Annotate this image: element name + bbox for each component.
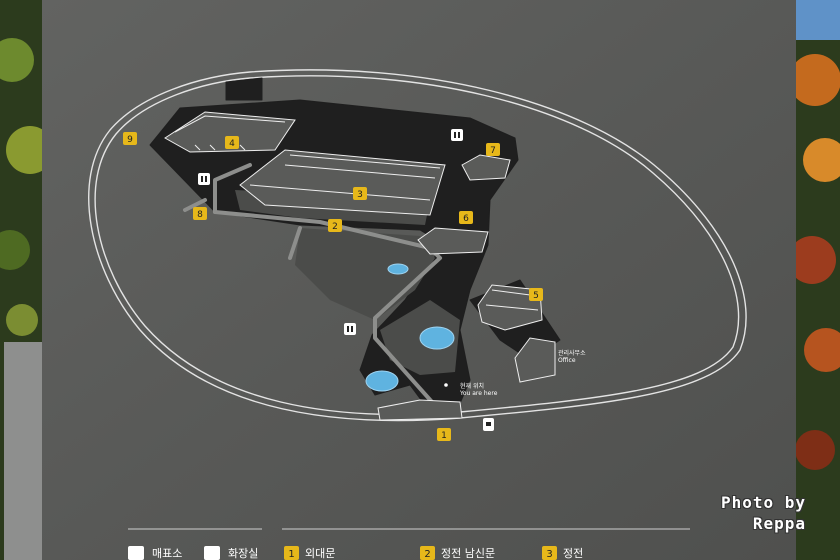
legend-restroom-icon (204, 546, 220, 560)
marker-5-label: 5 (533, 291, 539, 301)
legend-ticket-office: 매표소 (128, 546, 182, 560)
main-gate-building (377, 399, 463, 421)
marker-4: 4 (225, 136, 239, 149)
marker-1-label: 1 (441, 431, 447, 441)
marker-7: 7 (486, 143, 500, 156)
restroom-icon (451, 129, 463, 141)
marker-4-label: 4 (229, 139, 235, 149)
map-markers: 1 2 3 4 5 6 7 8 (123, 132, 543, 441)
ticket-office-icon (483, 418, 494, 431)
restroom-icon (344, 323, 356, 335)
building-7 (461, 154, 511, 181)
legend-ticket-label: 매표소 (152, 547, 182, 560)
map-amenity-icons (198, 129, 494, 431)
marker-9: 9 (123, 132, 137, 145)
building-4-complex (164, 111, 296, 153)
you-are-here-en: You are here (459, 390, 498, 397)
legend-item-2-label: 정전 남신문 (441, 547, 495, 560)
office-label-en: Office (558, 357, 576, 364)
pond-lower (365, 370, 399, 392)
legend-restroom-label: 화장실 (228, 547, 258, 560)
photo-credit: Photo by Reppa (696, 492, 806, 534)
marker-7-label: 7 (490, 146, 496, 156)
legend-ticket-icon (128, 546, 144, 560)
marker-3: 3 (353, 187, 367, 200)
map-labels: 관리사무소 Office 현재 위치 You are here (444, 349, 586, 397)
marker-2: 2 (328, 219, 342, 232)
pond-small (387, 263, 409, 275)
sign-post (4, 342, 42, 560)
marker-9-label: 9 (127, 135, 133, 145)
legend-item-3-label: 정전 (563, 547, 583, 560)
you-are-here-dot (444, 383, 448, 387)
ponds (365, 263, 455, 392)
legend-item-1-label: 외대문 (305, 547, 335, 560)
marker-3-label: 3 (357, 190, 363, 200)
marker-8: 8 (193, 207, 207, 220)
legend-item-1: 1 외대문 (284, 546, 335, 560)
legend-item-3: 3 정전 (542, 546, 583, 560)
marker-5: 5 (529, 288, 543, 301)
photo-credit-line2: Reppa (752, 514, 806, 533)
marker-8-label: 8 (197, 210, 203, 220)
legend-item-3-number: 3 (546, 549, 552, 560)
pond-middle (419, 326, 455, 350)
marker-1: 1 (437, 428, 451, 441)
marker-6-label: 6 (463, 214, 469, 224)
legend-item-2-number: 2 (424, 549, 430, 560)
legend-item-2: 2 정전 남신문 (420, 546, 495, 560)
marker-2-label: 2 (332, 222, 338, 232)
office-building (514, 337, 556, 383)
office-label-ko: 관리사무소 (558, 349, 586, 357)
you-are-here-ko: 현재 위치 (460, 382, 484, 390)
marker-6: 6 (459, 211, 473, 224)
outer-wall-outline (88, 69, 747, 422)
legend-item-1-number: 1 (288, 549, 294, 560)
restroom-icon (198, 173, 210, 185)
legend: 매표소 화장실 1 외대문 2 정전 남신문 3 정전 (128, 528, 690, 560)
building-6 (417, 227, 489, 255)
legend-restroom: 화장실 (204, 546, 258, 560)
buildings (164, 111, 556, 421)
building-3-hall (239, 149, 446, 216)
photo-credit-line1: Photo by (720, 493, 806, 512)
